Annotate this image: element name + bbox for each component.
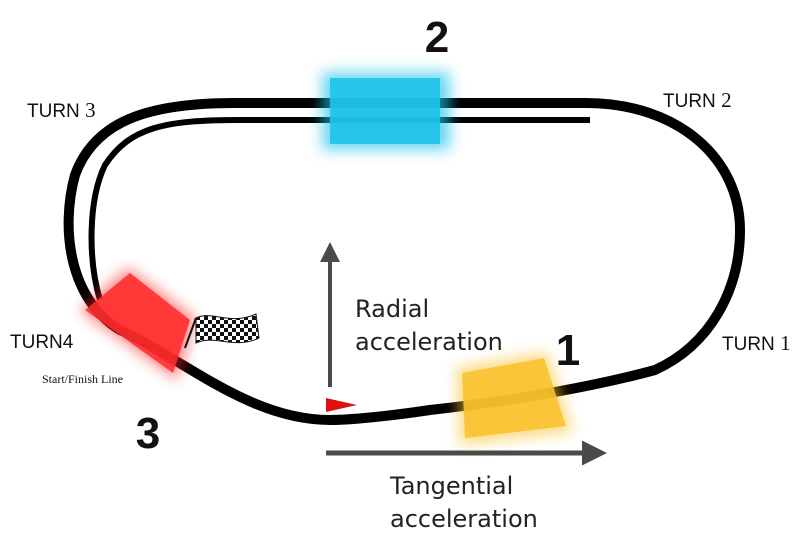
radial-acceleration-vector: Radial acceleration <box>320 242 503 387</box>
zone-2-number: 2 <box>425 13 449 62</box>
turn-4-label: TURN4 <box>10 332 74 353</box>
tangential-acceleration-vector: Tangential acceleration <box>326 440 607 533</box>
checkered-flag-icon <box>184 313 260 349</box>
zone-1-number: 1 <box>556 326 580 375</box>
zone-1-highlight <box>462 358 566 438</box>
zone-1: 1 <box>456 326 580 445</box>
turn-3-label: TURN 3 <box>27 98 96 122</box>
radial-label-line2: acceleration <box>355 328 503 356</box>
zone-3-number: 3 <box>136 409 160 458</box>
turn-1-label: TURN 1 <box>722 331 791 355</box>
car-marker-icon <box>326 398 357 412</box>
tangential-label-line2: acceleration <box>390 505 538 533</box>
track-inner-line <box>88 117 590 301</box>
zone-2: 2 <box>322 13 450 150</box>
radial-label-line1: Radial <box>355 295 429 323</box>
start-finish-label: Start/Finish Line <box>42 372 123 386</box>
turn-2-label: TURN 2 <box>663 88 732 112</box>
zone-2-highlight <box>330 78 440 144</box>
zone-3-highlight <box>85 273 190 373</box>
tangential-label-line1: Tangential <box>389 472 513 500</box>
zone-3: 3 <box>80 268 195 458</box>
